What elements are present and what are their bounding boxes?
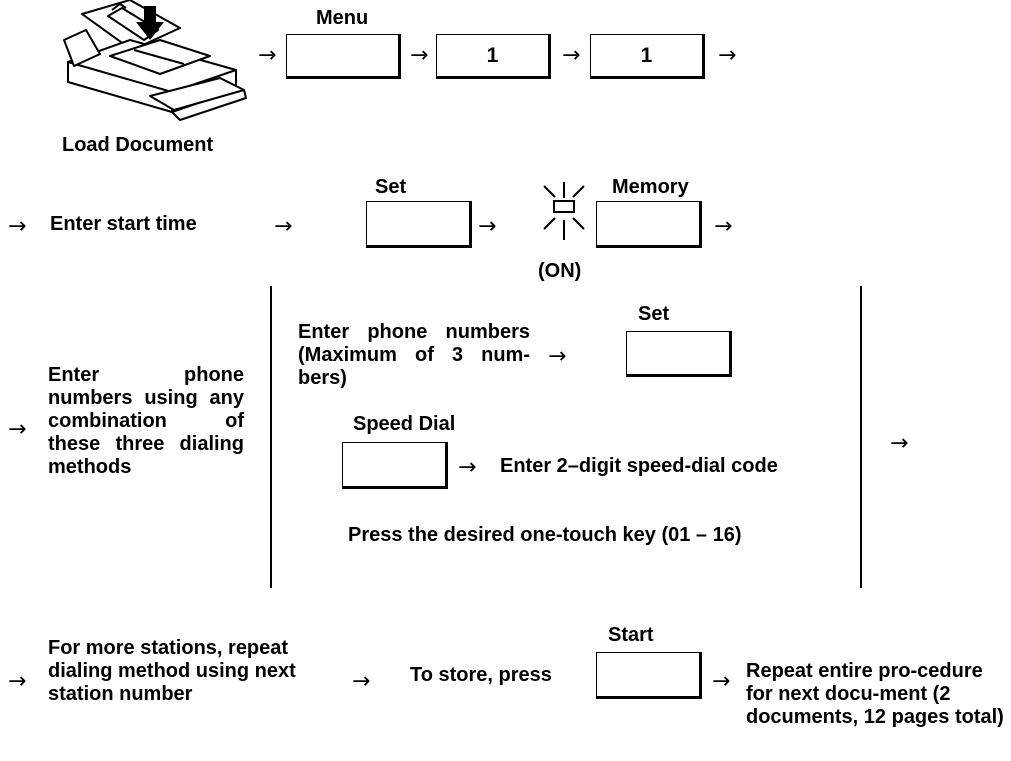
arrow-icon: → xyxy=(562,43,581,68)
arrow-icon: → xyxy=(8,669,27,694)
arrow-icon: → xyxy=(8,214,27,239)
arrow-icon: → xyxy=(890,431,909,456)
set-key-label-dial: Set xyxy=(638,303,670,325)
on-indicator-label: (ON) xyxy=(538,260,582,282)
arrow-icon: → xyxy=(712,669,731,694)
enter-speed-dial-code-text: Enter 2–digit speed-dial code xyxy=(500,455,778,477)
start-button[interactable] xyxy=(596,652,702,699)
arrow-icon: → xyxy=(8,417,27,442)
menu-key-label: Menu xyxy=(316,7,369,29)
arrow-icon: → xyxy=(714,214,733,239)
repeat-procedure-text: Repeat entire pro-cedure for next docu-m… xyxy=(746,660,1004,728)
speed-dial-button[interactable] xyxy=(342,442,448,489)
start-key-label: Start xyxy=(608,624,654,646)
arrow-icon: → xyxy=(410,43,429,68)
arrow-icon: → xyxy=(458,455,477,480)
number-1-button-second[interactable]: 1 xyxy=(590,34,705,79)
memory-button[interactable] xyxy=(596,201,702,248)
dialing-methods-intro: Enter phone numbers using any combinatio… xyxy=(48,364,244,478)
arrow-icon: → xyxy=(352,669,371,694)
number-1-button[interactable]: 1 xyxy=(436,34,551,79)
one-touch-key-text: Press the desired one-touch key (01 – 16… xyxy=(348,524,742,546)
arrow-icon: → xyxy=(258,43,277,68)
arrow-icon: → xyxy=(478,214,497,239)
more-stations-text: For more stations, repeat dialing method… xyxy=(48,637,296,705)
speed-dial-key-label: Speed Dial xyxy=(353,413,456,435)
divider-right xyxy=(860,286,862,588)
set-key-label: Set xyxy=(375,176,407,198)
set-button[interactable] xyxy=(366,201,472,248)
enter-start-time-text: Enter start time xyxy=(50,213,197,235)
load-document-label: Load Document xyxy=(62,134,214,156)
arrow-icon: → xyxy=(718,43,737,68)
arrow-icon: → xyxy=(548,344,567,369)
memory-key-label: Memory xyxy=(612,176,689,198)
fax-machine-illustration xyxy=(63,0,247,121)
memory-lamp-on-icon xyxy=(543,182,585,240)
divider-left xyxy=(270,286,272,588)
enter-phone-numbers-text: Enter phone numbers (Maximum of 3 num-be… xyxy=(298,321,530,389)
menu-button[interactable] xyxy=(286,34,401,79)
set-button-dial[interactable] xyxy=(626,331,732,377)
arrow-icon: → xyxy=(274,214,293,239)
to-store-text: To store, press xyxy=(410,664,552,686)
